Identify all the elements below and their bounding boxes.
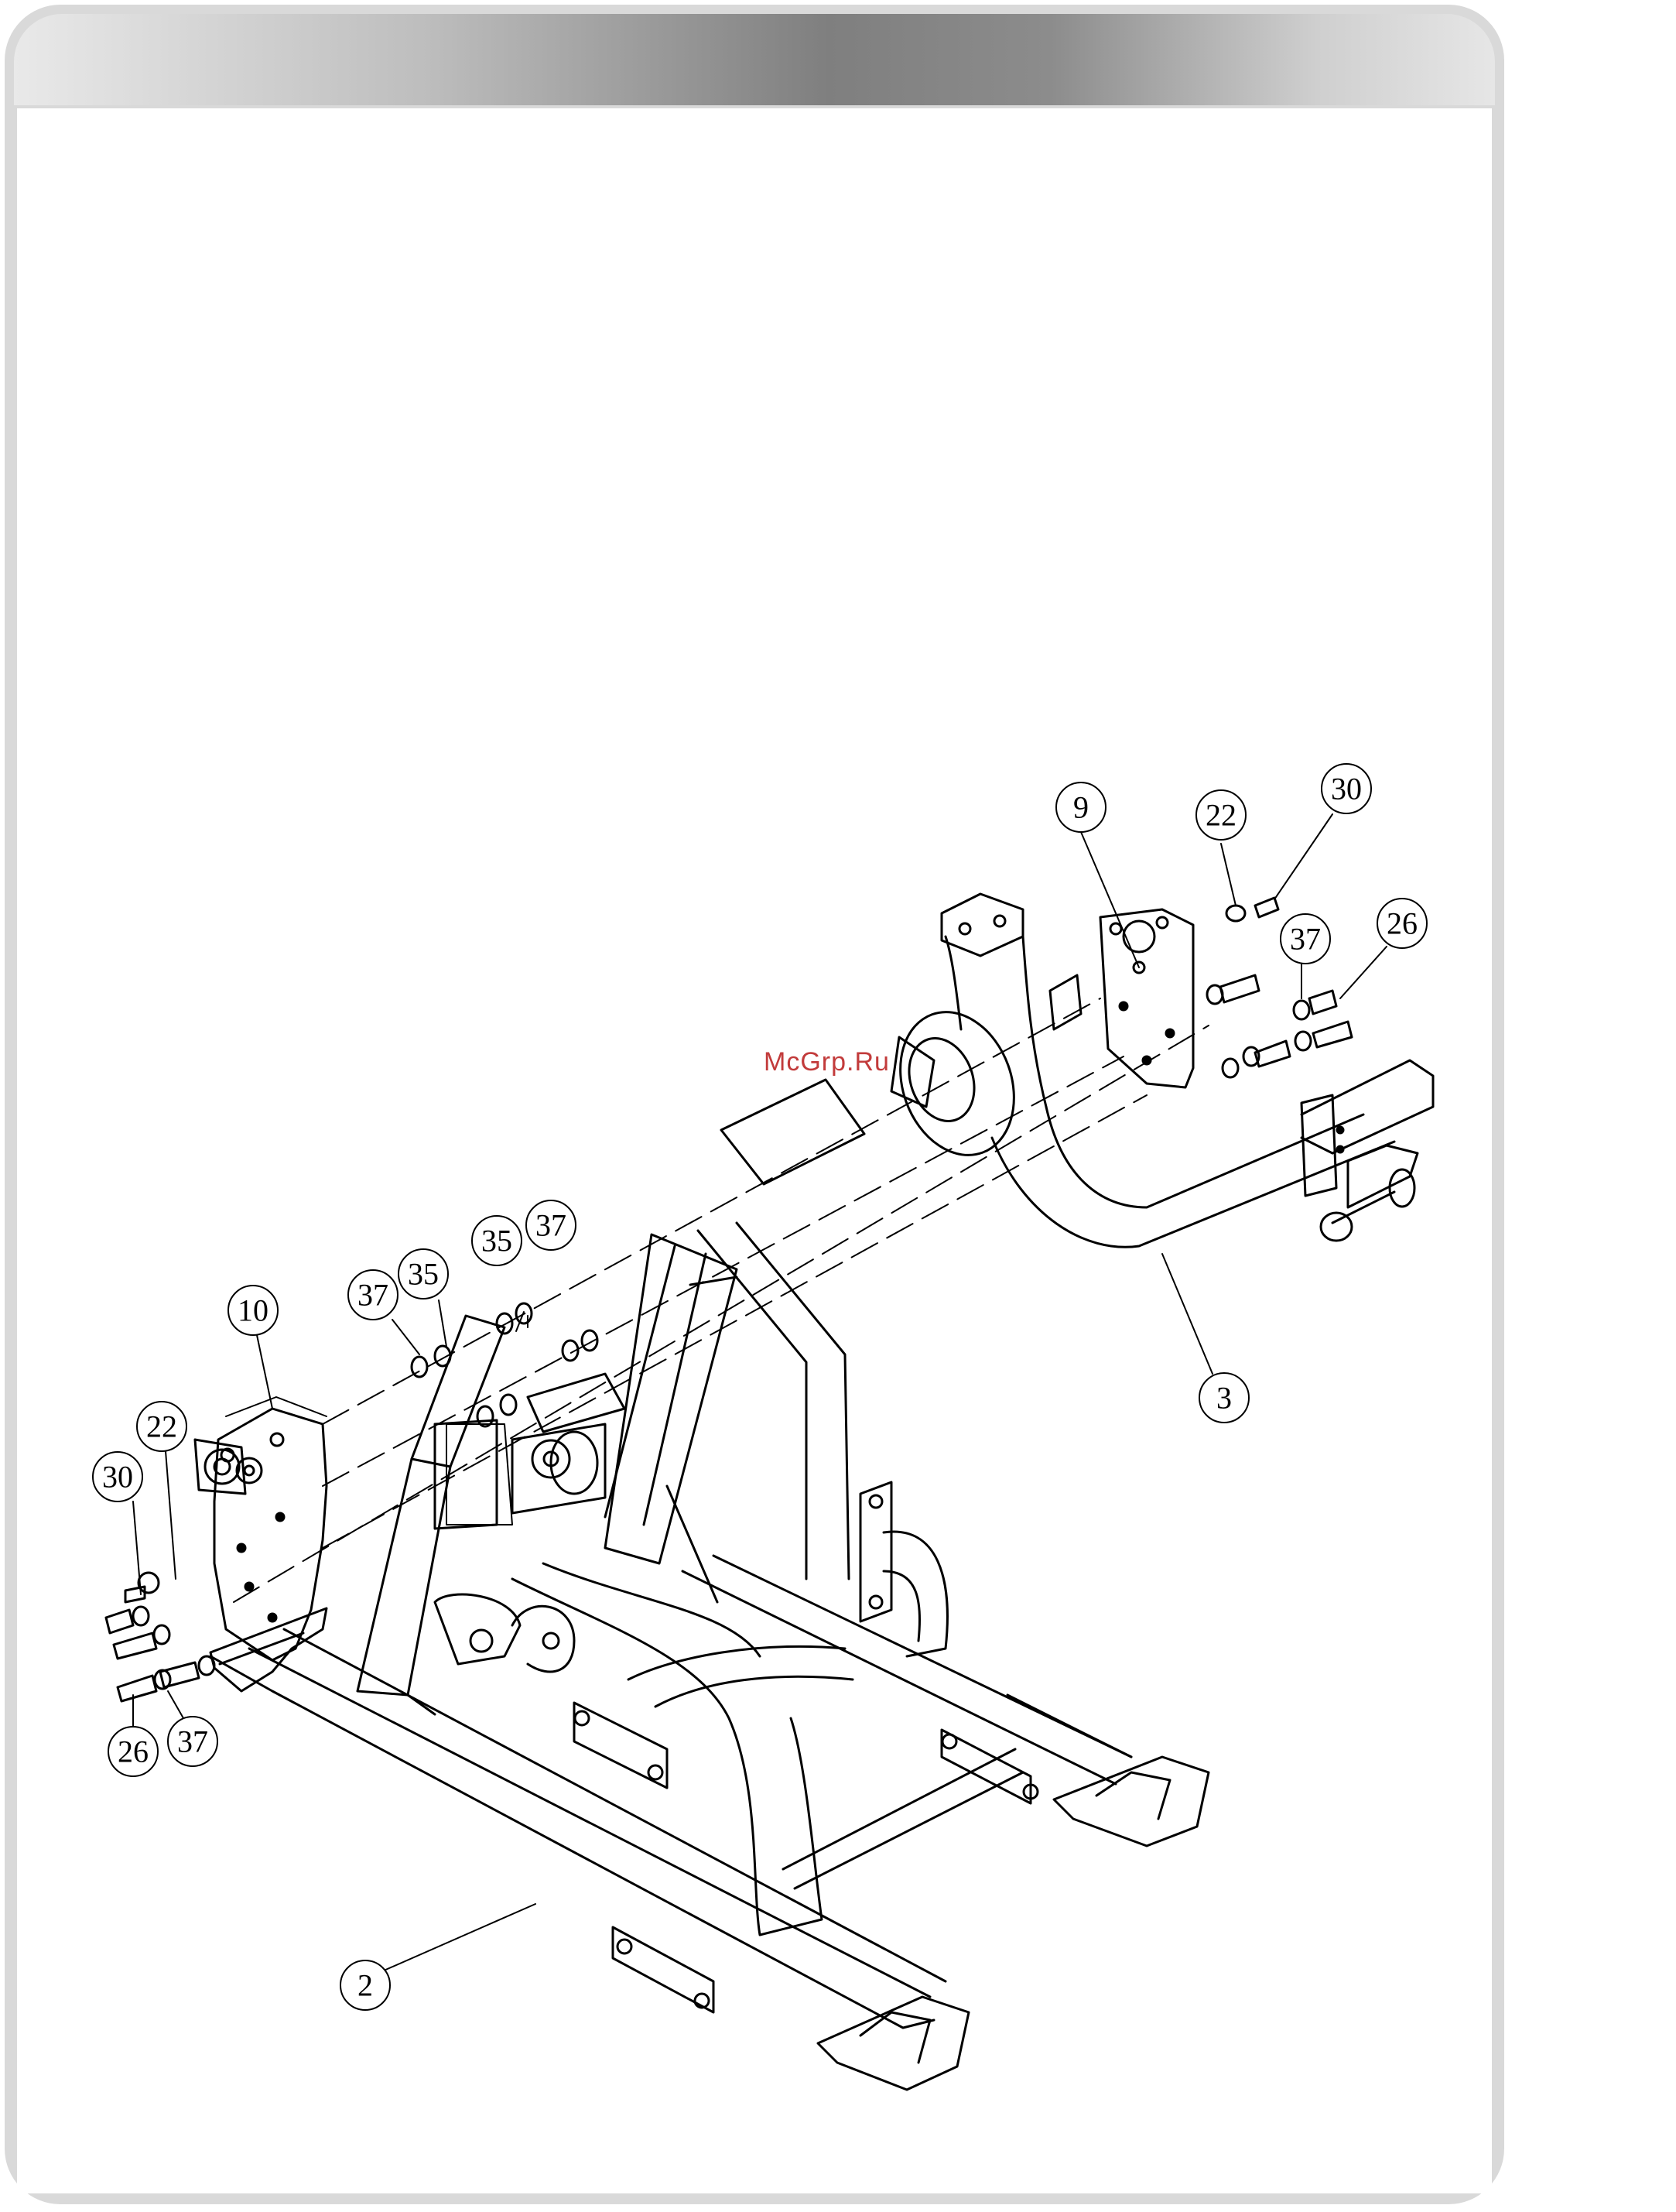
right-side-plate	[1050, 909, 1193, 1087]
callout-26: 26	[108, 1727, 158, 1776]
svg-text:37: 37	[357, 1278, 388, 1313]
callout-9: 9	[1056, 782, 1106, 832]
svg-text:37: 37	[1290, 922, 1321, 957]
svg-text:2: 2	[357, 1968, 373, 2003]
callout-3: 3	[1199, 1373, 1249, 1423]
exploded-assembly-drawing: 9 22 30 37 26 35 37 37 35 10 22 30 3 26 …	[17, 108, 1492, 2193]
callout-22: 22	[1196, 790, 1246, 840]
svg-text:10: 10	[238, 1293, 269, 1328]
callout-37: 37	[526, 1200, 576, 1250]
svg-text:35: 35	[408, 1257, 439, 1292]
svg-text:26: 26	[1387, 906, 1418, 941]
svg-text:37: 37	[177, 1724, 208, 1759]
svg-text:9: 9	[1073, 790, 1089, 825]
svg-text:22: 22	[1206, 798, 1236, 833]
diagram-area: 9 22 30 37 26 35 37 37 35 10 22 30 3 26 …	[17, 108, 1492, 2193]
callout-labels: 9 22 30 37 26 35 37 37 35 10 22 30 3 26 …	[93, 764, 1427, 2010]
callout-26: 26	[1377, 899, 1427, 948]
callout-37: 37	[168, 1717, 217, 1766]
left-side-plate	[195, 1397, 327, 1660]
svg-text:26: 26	[118, 1734, 149, 1769]
leader-lines	[133, 814, 1387, 1974]
svg-text:30: 30	[1331, 772, 1362, 806]
svg-text:22: 22	[146, 1409, 177, 1444]
callout-10: 10	[228, 1286, 278, 1335]
watermark: McGrp.Ru	[764, 1047, 890, 1077]
callout-37: 37	[348, 1270, 398, 1320]
callout-30: 30	[93, 1452, 142, 1501]
page-header-bar	[14, 14, 1495, 105]
callout-2: 2	[340, 1960, 390, 2010]
callout-37: 37	[1281, 914, 1330, 964]
callout-35: 35	[398, 1249, 448, 1299]
lever-arm	[881, 894, 1433, 1247]
svg-text:30: 30	[102, 1460, 133, 1495]
callout-22: 22	[137, 1402, 186, 1451]
pivot-assembly	[435, 1374, 624, 1672]
callout-30: 30	[1322, 764, 1371, 813]
svg-text:3: 3	[1216, 1381, 1232, 1416]
svg-text:35: 35	[481, 1224, 512, 1258]
callout-35: 35	[472, 1216, 522, 1265]
svg-text:37: 37	[535, 1208, 566, 1243]
